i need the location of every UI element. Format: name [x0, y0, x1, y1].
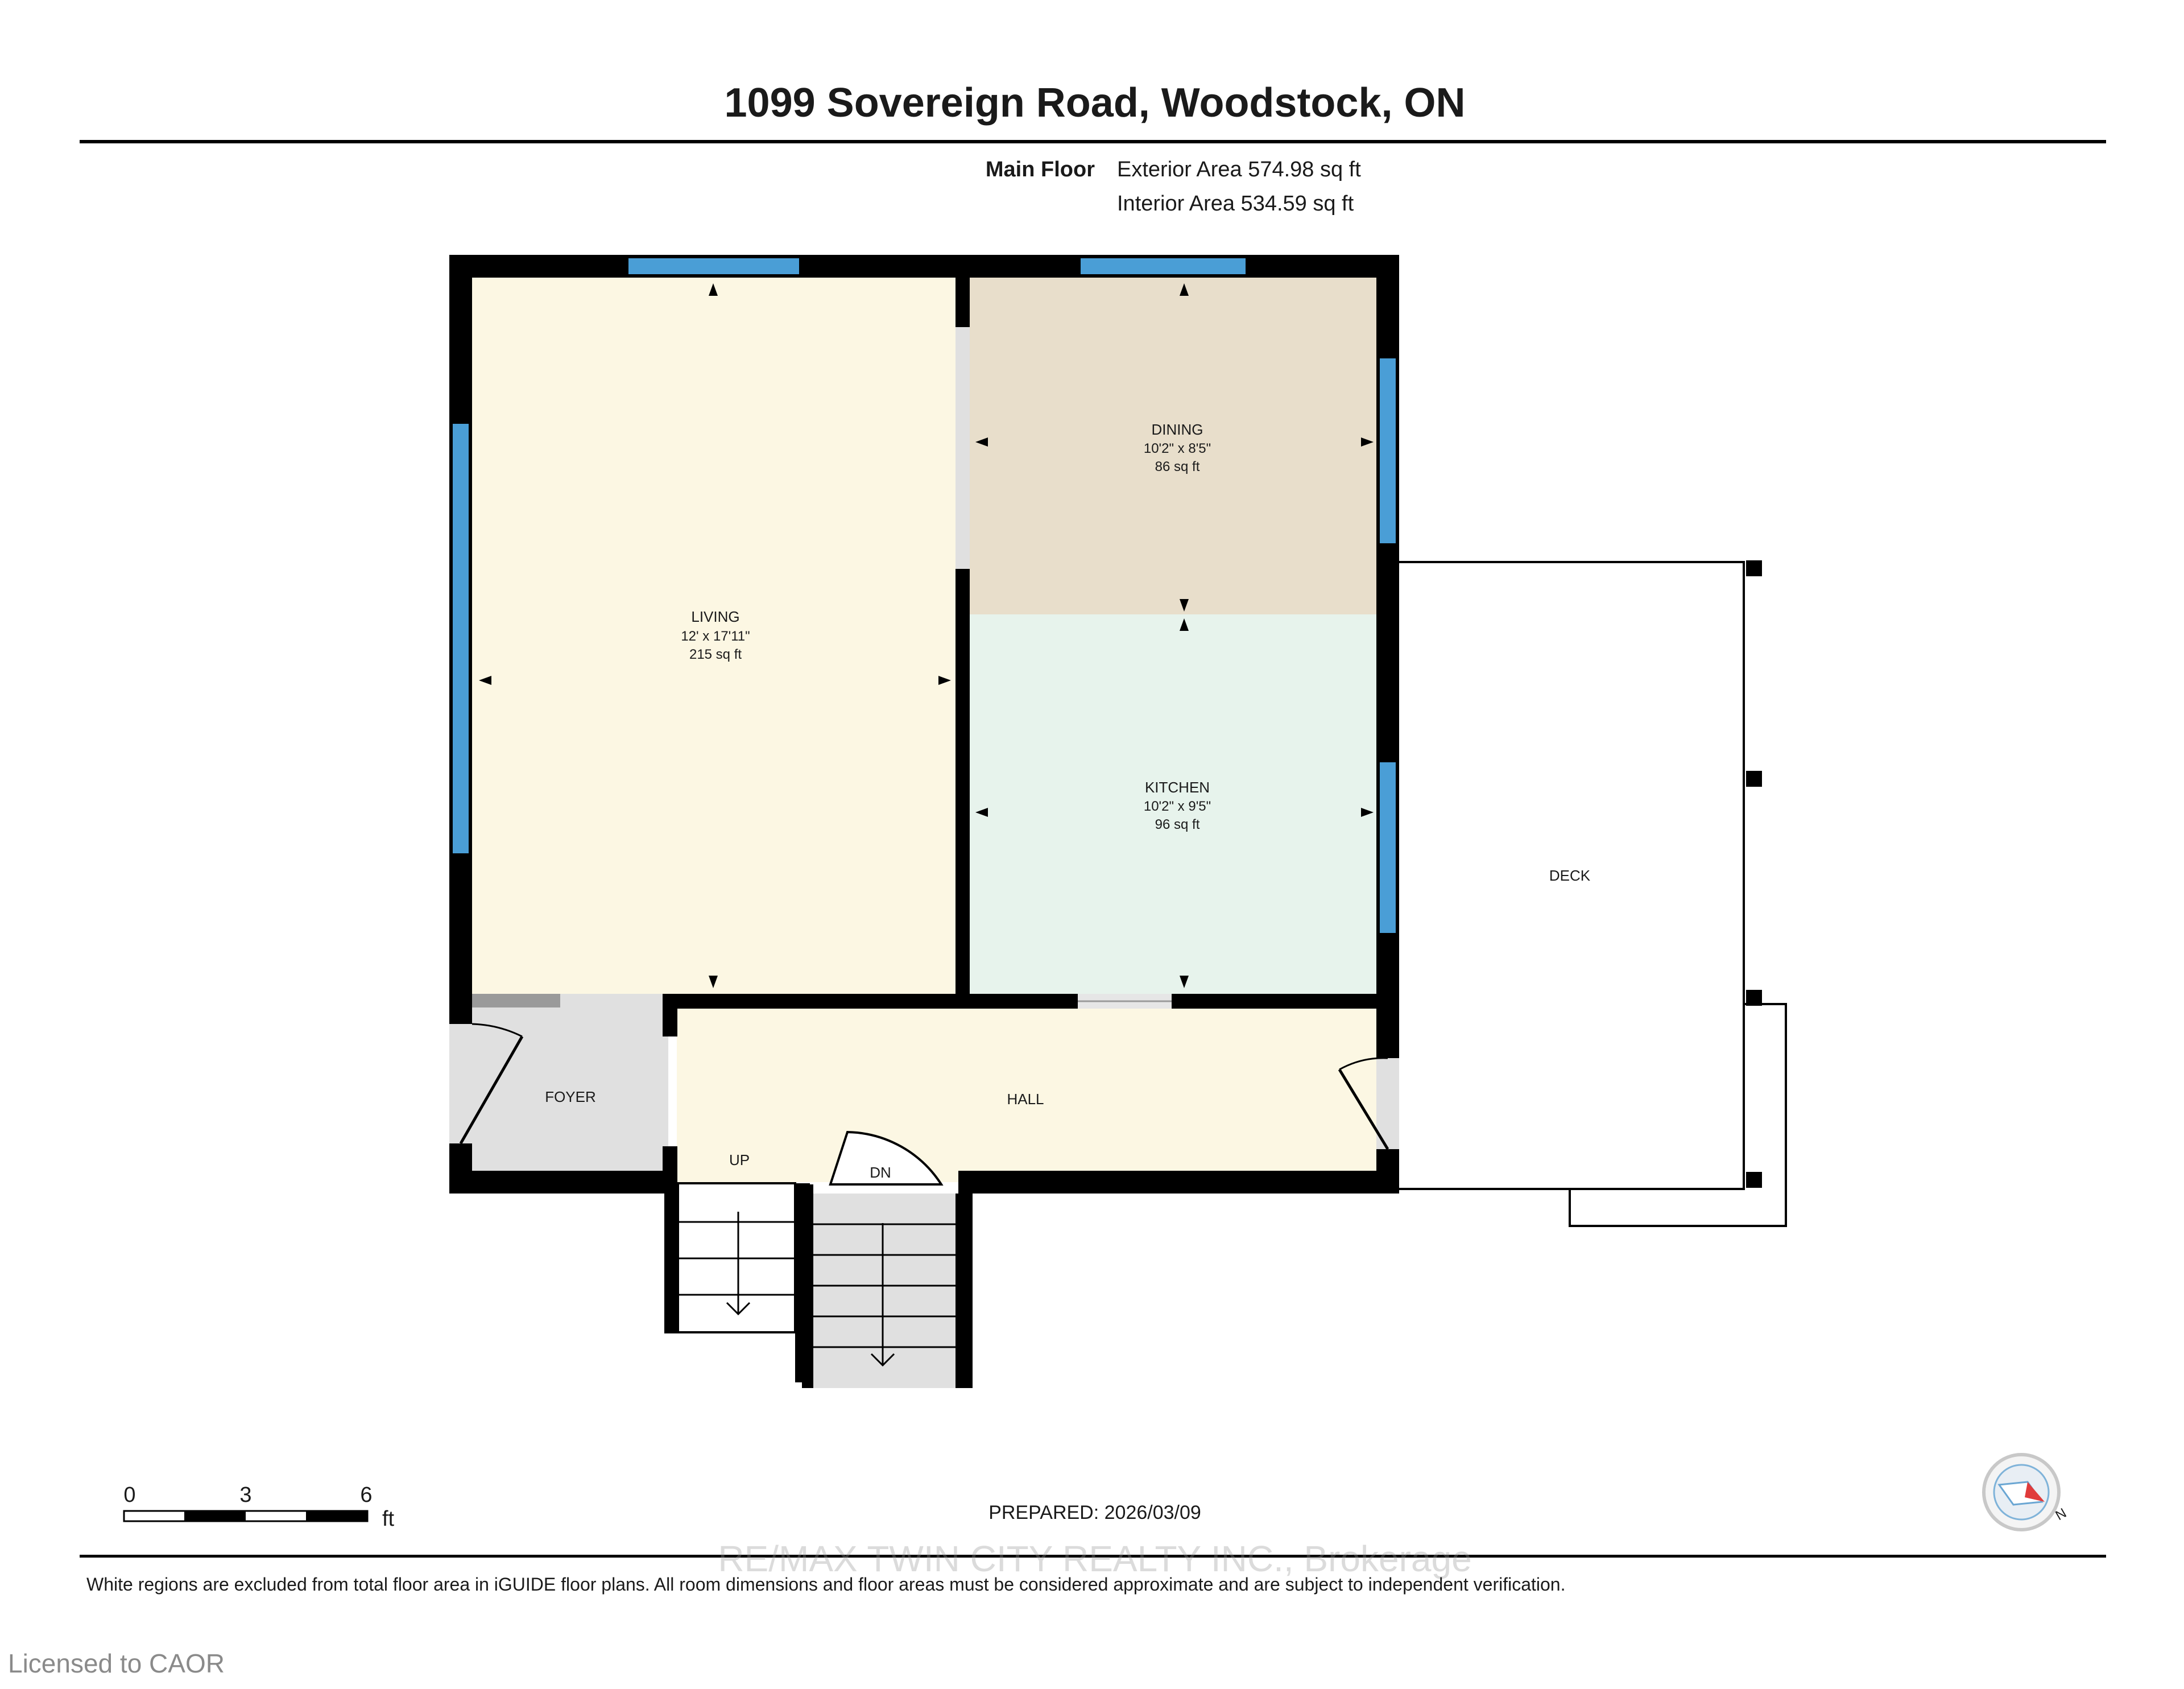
deck-label: DECK [1549, 867, 1591, 884]
window [628, 258, 799, 274]
living-area: 215 sq ft [689, 647, 742, 662]
foyer-room [461, 994, 668, 1182]
deck-post [1746, 1172, 1762, 1188]
compass-icon: N [1982, 1453, 2069, 1531]
plan-title: 1099 Sovereign Road, Woodstock, ON [725, 80, 1466, 126]
deck-post [1746, 771, 1762, 787]
front-door [449, 1023, 524, 1145]
kitchen-name: KITCHEN [1145, 779, 1210, 796]
window [1380, 762, 1396, 933]
scale-unit: ft [382, 1507, 395, 1531]
foyer-name: FOYER [545, 1088, 596, 1105]
scale-label-3: 3 [239, 1483, 251, 1507]
foyer-shelf [472, 994, 560, 1007]
living-dining-opening [956, 327, 970, 569]
license-notice: Licensed to CAOR [8, 1649, 225, 1678]
window [1380, 358, 1396, 543]
kitchen-room [970, 614, 1379, 994]
stairs-up: UP [664, 1151, 810, 1382]
floor-name: Main Floor [986, 158, 1095, 181]
dining-area: 86 sq ft [1155, 459, 1200, 474]
hall-room [677, 1009, 1379, 1182]
scale-label-0: 0 [123, 1483, 135, 1507]
dining-dims: 10'2" x 8'5" [1144, 441, 1211, 456]
dining-name: DINING [1152, 421, 1203, 438]
exterior-area: Exterior Area 574.98 sq ft [1117, 158, 1361, 181]
hall-name: HALL [1007, 1091, 1044, 1108]
dimension-arrows [479, 283, 1374, 988]
kitchen-dims: 10'2" x 9'5" [1144, 799, 1211, 814]
scale-bar: 0 3 6 ft [123, 1483, 395, 1531]
living-dims: 12' x 17'11" [681, 629, 750, 644]
scale-label-6: 6 [360, 1483, 372, 1507]
deck-post [1746, 560, 1762, 576]
disclaimer: White regions are excluded from total fl… [86, 1574, 1565, 1595]
prepared-date: PREPARED: 2026/03/09 [988, 1502, 1201, 1523]
deck-door [1338, 1057, 1399, 1150]
stairs-up-label: UP [729, 1151, 750, 1168]
window [1081, 258, 1246, 274]
stairs-down: DN [802, 1130, 973, 1388]
deck: DECK [1397, 560, 1787, 1227]
footer-rule [80, 1555, 2106, 1558]
deck-post [1746, 990, 1762, 1006]
interior-area: Interior Area 534.59 sq ft [1117, 192, 1354, 216]
watermark: RE/MAX TWIN CITY REALTY INC., Brokerage [718, 1538, 1471, 1579]
living-name: LIVING [691, 608, 739, 625]
header-rule [80, 140, 2106, 143]
dining-room [970, 276, 1379, 614]
stairs-down-label: DN [870, 1164, 891, 1181]
window [453, 424, 469, 853]
kitchen-area: 96 sq ft [1155, 817, 1200, 832]
living-room [472, 276, 958, 994]
windows [453, 258, 1396, 933]
